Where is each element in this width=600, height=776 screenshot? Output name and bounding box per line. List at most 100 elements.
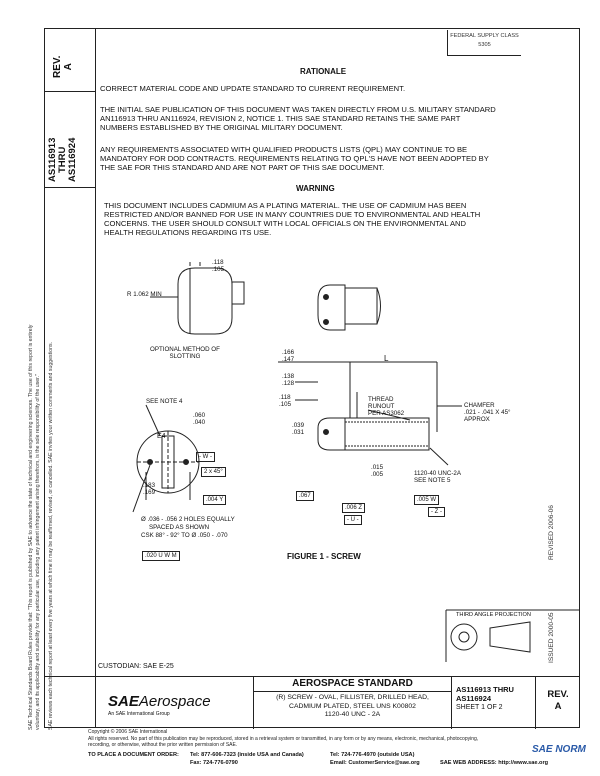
holes-line-3: CSK 88° - 92° TO Ø .050 - .070 xyxy=(141,532,228,539)
rationale-p3: ANY REQUIREMENTS ASSOCIATED WITH QUALIFI… xyxy=(100,145,489,172)
dim-183-169: .183 .169 xyxy=(143,482,155,496)
issued-date: ISSUED 2000-05 xyxy=(548,612,555,663)
fsc-line-1: FEDERAL SUPPLY CLASS xyxy=(450,33,519,39)
revised-date: REVISED 2006-06 xyxy=(548,505,555,560)
warning-line-1: THIS DOCUMENT INCLUDES CADMIUM AS A PLAT… xyxy=(104,201,467,210)
datum-u-box: - U - xyxy=(344,515,362,525)
dim-118: .118 xyxy=(212,259,224,266)
slot-caption: OPTIONAL METHOD OF SLOTTING xyxy=(150,346,220,360)
dim-060: .060 xyxy=(193,412,206,419)
dim-039: .039 xyxy=(292,422,305,429)
title-cell: AEROSPACE STANDARD (R) SCREW - OVAL, FIL… xyxy=(254,677,452,729)
length-L: L xyxy=(384,354,389,363)
holes-line-2: SPACED AS SHOWN xyxy=(149,524,210,531)
fcf-020-box: .020 U W M xyxy=(142,551,180,561)
slot-caption-1: OPTIONAL METHOD OF xyxy=(150,346,220,353)
fcf-004-y-box: .004 Y xyxy=(203,495,227,505)
thread-line-2: RUNOUT xyxy=(368,403,395,410)
footer-tel-2: Tel: 724-776-4970 (outside USA) xyxy=(330,752,415,758)
footer-web-link[interactable]: SAE WEB ADDRESS: http://www.sae.org xyxy=(440,760,549,766)
fcf-020: .020 U W M xyxy=(142,544,180,562)
fsc-stamp: FEDERAL SUPPLY CLASS 5305 xyxy=(447,30,521,56)
footer-tel-1: Tel: 877-606-7323 (inside USA and Canada… xyxy=(190,752,304,758)
logo-sub: An SAE International Group xyxy=(108,711,170,717)
holes-line-1: Ø .036 - .056 2 HOLES EQUALLY xyxy=(141,516,235,523)
custodian: CUSTODIAN: SAE E-25 xyxy=(98,663,174,670)
warning-line-4: HEALTH REGULATIONS REGARDING ITS USE. xyxy=(104,228,272,237)
page-frame xyxy=(44,28,580,728)
rev-box: REV. A xyxy=(44,28,96,92)
chamfer-line-2: .021 - .041 X 45° xyxy=(464,409,511,416)
dim-015-005: .015 .005 xyxy=(371,464,383,478)
thread-spec: 1120-40 UNC-2A SEE NOTE 5 xyxy=(414,470,461,484)
dim-169: .169 xyxy=(143,489,156,496)
sae-norm-watermark: SAE NORM xyxy=(532,744,586,755)
title-description: (R) SCREW - OVAL, FILLISTER, DRILLED HEA… xyxy=(254,692,451,720)
rev-cell: REV. A xyxy=(536,677,580,729)
dim-138: .138 xyxy=(282,373,295,380)
doc-number-line-1: AS116913 THRU xyxy=(456,685,514,694)
dim-031: .031 xyxy=(292,429,305,436)
dim-060-040: .060 .040 xyxy=(193,412,205,426)
rationale-p3-line-2: MANDATORY FOR DOD CONTRACTS. REQUIREMENT… xyxy=(100,154,489,163)
rationale-heading: RATIONALE xyxy=(300,67,347,76)
doc-id-box: AS116913 THRU AS116924 xyxy=(44,92,96,188)
thread-line-1: THREAD xyxy=(368,396,394,403)
dim-118-105: .118 .105 xyxy=(212,259,224,273)
rationale-p3-line-1: ANY REQUIREMENTS ASSOCIATED WITH QUALIFI… xyxy=(100,145,468,154)
footer: Copyright © 2006 SAE International All r… xyxy=(88,729,588,749)
title-rev-label: REV. xyxy=(547,689,569,700)
figure-caption: FIGURE 1 - SCREW xyxy=(287,552,361,561)
chamfer-2x45: 2 x 45° xyxy=(201,460,226,478)
dim-067: .067 xyxy=(296,484,314,502)
warning-heading: WARNING xyxy=(296,184,335,193)
dim-105-b: .105 xyxy=(279,401,292,408)
logo-bold: SAE xyxy=(108,693,139,710)
dim-015: .015 xyxy=(371,464,384,471)
datum-w: - W - xyxy=(196,445,215,463)
rationale-p3-line-3: THE SAE FOR THIS STANDARD AND ARE NOT PA… xyxy=(100,163,385,172)
warning-line-3: CONCERNS. THE USER SHOULD CONSULT WITH L… xyxy=(104,219,467,228)
left-column xyxy=(44,28,96,728)
thread-runout-note: THREAD RUNOUT PER AS3062 xyxy=(368,396,404,417)
holes-note: Ø .036 - .056 2 HOLES EQUALLY SPACED AS … xyxy=(141,516,235,540)
aerospace-standard-heading: AEROSPACE STANDARD xyxy=(254,677,451,692)
dim-067-box: .067 xyxy=(296,491,314,501)
doc-number-line-2: AS116924 xyxy=(456,694,492,703)
dim-005: .005 xyxy=(371,471,384,478)
slot-caption-2: SLOTTING xyxy=(169,353,201,360)
dim-118-105-b: .118 .105 xyxy=(279,394,291,408)
desc-line-1: (R) SCREW - OVAL, FILLISTER, DRILLED HEA… xyxy=(276,694,429,701)
dim-040: .040 xyxy=(193,419,206,426)
rationale-p2: THE INITIAL SAE PUBLICATION OF THIS DOCU… xyxy=(100,105,496,132)
rationale-p2-line-3: NUMBERS ESTABLISHED BY THE ORIGINAL MILI… xyxy=(100,123,343,132)
dim-166-147: .166 .147 xyxy=(282,349,294,363)
footer-email: Email: CustomerService@sae.org xyxy=(330,760,420,766)
dim-118-b: .118 xyxy=(279,394,291,401)
dim-105: .105 xyxy=(212,266,225,273)
fcf-006-z: .006 Z xyxy=(342,496,366,514)
thread-spec-note: SEE NOTE 5 xyxy=(414,477,451,484)
footer-copyright: Copyright © 2006 SAE International xyxy=(88,729,168,735)
sae-logo: SAEAerospace xyxy=(108,693,211,710)
desc-line-2: CADMIUM PLATED, STEEL UNS K00802 xyxy=(289,702,416,710)
r-min-label: R 1.062 MIN xyxy=(127,291,162,298)
doc-number-cell: AS116913 THRU AS116924 SHEET 1 OF 2 xyxy=(452,677,536,729)
footer-fax: Fax: 724-776-0790 xyxy=(190,760,238,766)
see-note-4: SEE NOTE 4 xyxy=(146,398,183,405)
datum-z-box: - Z - xyxy=(428,507,445,517)
rationale-p1: CORRECT MATERIAL CODE AND UPDATE STANDAR… xyxy=(100,84,406,93)
dim-039-031: .039 .031 xyxy=(292,422,304,436)
desc-line-3: 1120-40 UNC - 2A xyxy=(324,711,381,718)
thread-spec-unc: 1120-40 UNC-2A xyxy=(414,470,462,477)
sheet-number: SHEET 1 OF 2 xyxy=(456,704,503,711)
datum-w-box: - W - xyxy=(196,452,215,462)
datum-u: - U - xyxy=(344,508,362,526)
rationale-p2-line-2: AN116913 THRU AN116924, REVISION 2, NOTI… xyxy=(100,114,461,123)
title-rev-value: A xyxy=(554,701,562,712)
fcf-005-w: .005 W xyxy=(414,488,440,506)
rationale-p2-line-1: THE INITIAL SAE PUBLICATION OF THIS DOCU… xyxy=(100,105,496,114)
chamfer-2x45-box: 2 x 45° xyxy=(201,467,226,477)
dim-138-128: .138 .128 xyxy=(282,373,294,387)
projection-label: THIRD ANGLE PROJECTION xyxy=(456,612,531,618)
